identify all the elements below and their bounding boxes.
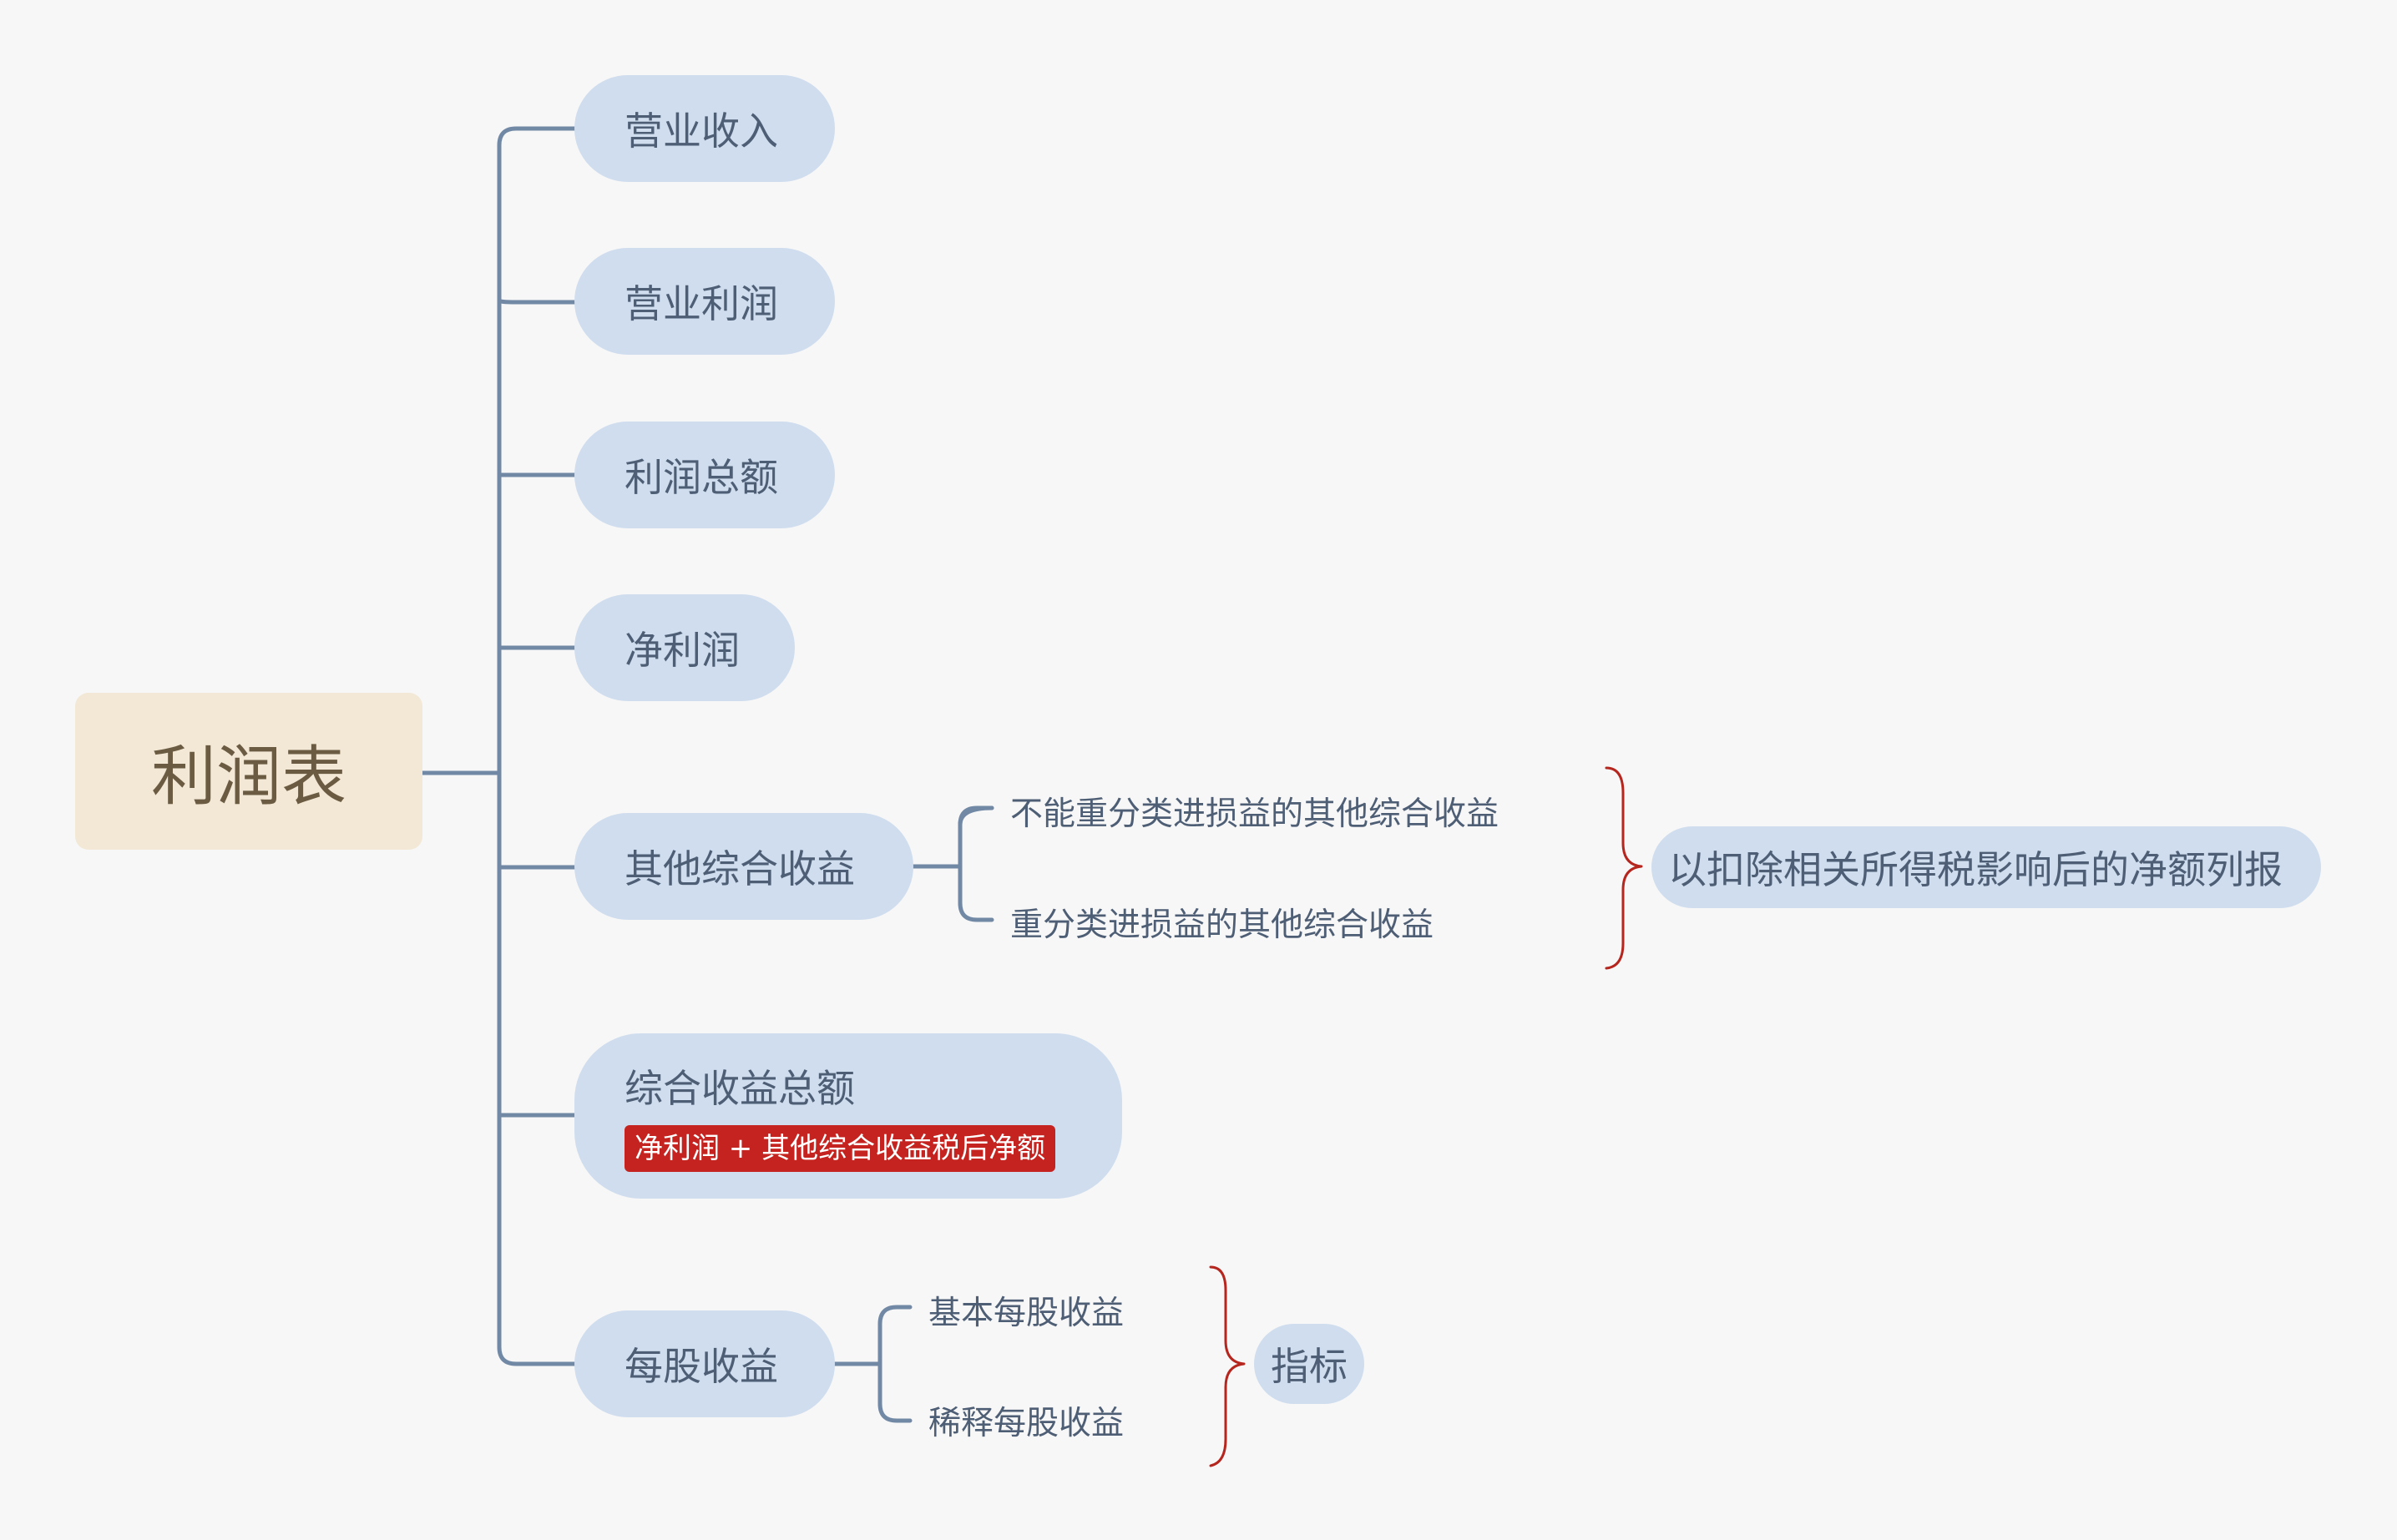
branch-label: 每股收益 bbox=[625, 1344, 778, 1389]
summary-node-oci[interactable]: 以扣除相关所得税影响后的净额列报 bbox=[1651, 826, 2321, 908]
summary-node-eps[interactable]: 指标 bbox=[1254, 1324, 1364, 1404]
branch-total-profit[interactable]: 利润总额 bbox=[574, 422, 835, 528]
child-diluted-eps[interactable]: 稀释每股收益 bbox=[928, 1405, 1125, 1442]
branch-label: 净利润 bbox=[625, 628, 740, 673]
summary-brace bbox=[1605, 766, 1643, 970]
branch-earnings-per-share[interactable]: 每股收益 bbox=[574, 1310, 835, 1417]
formula-note: 净利润 + 其他综合收益税后净额 bbox=[625, 1125, 1056, 1172]
branch-operating-revenue[interactable]: 营业收入 bbox=[574, 75, 835, 182]
branch-other-comprehensive-income[interactable]: 其他综合收益 bbox=[574, 813, 913, 920]
child-connector bbox=[958, 805, 994, 827]
branch-label: 其他综合收益 bbox=[625, 846, 855, 891]
main-spine bbox=[497, 126, 577, 1366]
branch-label: 营业收入 bbox=[625, 109, 778, 154]
branch-label: 利润总额 bbox=[625, 455, 778, 500]
branch-label: 综合收益总额 bbox=[625, 1066, 855, 1111]
branch-operating-profit[interactable]: 营业利润 bbox=[574, 248, 835, 355]
branch-connector bbox=[497, 298, 577, 305]
child-basic-eps[interactable]: 基本每股收益 bbox=[928, 1295, 1125, 1332]
child-connector bbox=[877, 1305, 913, 1423]
summary-brace bbox=[1209, 1265, 1246, 1467]
branch-label: 营业利润 bbox=[625, 281, 778, 326]
branch-net-profit[interactable]: 净利润 bbox=[574, 594, 795, 701]
child-connector bbox=[958, 805, 994, 922]
summary-label: 以扣除相关所得税影响后的净额列报 bbox=[1668, 847, 2283, 892]
child-non-reclassifiable-oci[interactable]: 不能重分类进损益的其他综合收益 bbox=[1010, 795, 1499, 833]
child-reclassifiable-oci[interactable]: 重分类进损益的其他综合收益 bbox=[1010, 906, 1434, 944]
root-node[interactable]: 利润表 bbox=[75, 693, 422, 850]
summary-label: 指标 bbox=[1271, 1344, 1348, 1389]
branch-total-comprehensive-income[interactable]: 综合收益总额 净利润 + 其他综合收益税后净额 bbox=[574, 1033, 1122, 1199]
